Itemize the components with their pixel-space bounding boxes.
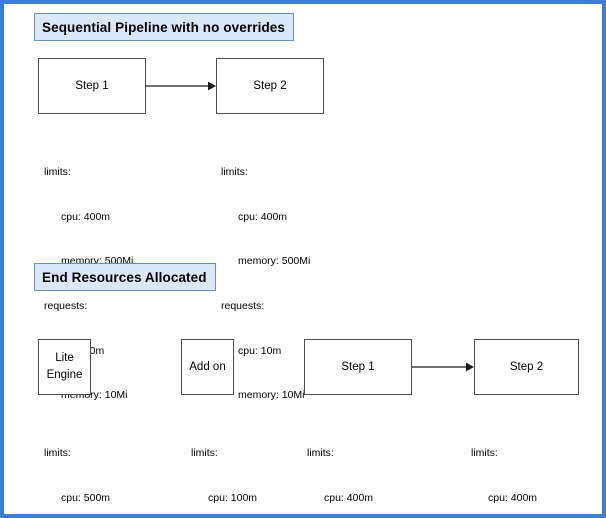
requests-label: requests: [221, 299, 265, 312]
requests-label: requests: [44, 299, 88, 312]
limits-cpu: cpu: 100m [208, 491, 258, 504]
node-step-2-top[interactable]: Step 2 [216, 58, 324, 114]
limits-cpu: cpu: 400m [238, 210, 288, 223]
section-header-label: Sequential Pipeline with no overrides [42, 19, 286, 35]
node-add-on[interactable]: Add on [181, 339, 234, 395]
arrow-step1-to-step2-top [146, 81, 216, 91]
section-header-end-resources-allocated: End Resources Allocated [34, 263, 216, 291]
node-label: Step 2 [509, 360, 544, 373]
resources-step-2-top: limits: cpu: 400m memory: 500Mi requests… [221, 135, 310, 433]
node-label: Add on [189, 360, 226, 373]
node-label: Lite Engine [46, 352, 83, 381]
section-header-sequential-pipeline: Sequential Pipeline with no overrides [34, 13, 294, 41]
resources-step-1-bottom: limits: cpu: 400m memory: 500Mi requests… [307, 416, 396, 514]
requests-memory: memory: 10Mi [238, 389, 305, 402]
resources-add-on: limits: cpu: 100m memory: 100Mi requests… [191, 416, 280, 514]
node-lite-engine[interactable]: Lite Engine [38, 339, 91, 395]
resources-step-2-bottom: limits: cpu: 400m memory: 500Mi requests… [471, 416, 560, 514]
node-label: Step 1 [341, 360, 375, 373]
limits-memory: memory: 500Mi [238, 255, 311, 268]
limits-label: limits: [307, 446, 334, 459]
limits-cpu: cpu: 500m [61, 491, 111, 504]
node-step-2-bottom[interactable]: Step 2 [474, 339, 579, 395]
resources-lite-engine: limits: cpu: 500m memory: 600Mi requests… [44, 416, 133, 514]
requests-cpu: cpu: 10m [238, 344, 282, 357]
limits-cpu: cpu: 400m [61, 210, 111, 223]
limits-label: limits: [221, 165, 248, 178]
limits-cpu: cpu: 400m [488, 491, 538, 504]
limits-label: limits: [44, 446, 71, 459]
limits-cpu: cpu: 400m [324, 491, 374, 504]
limits-label: limits: [44, 165, 71, 178]
limits-label: limits: [191, 446, 218, 459]
limits-label: limits: [471, 446, 498, 459]
node-label: Step 1 [75, 79, 109, 92]
section-header-label: End Resources Allocated [42, 269, 207, 285]
arrow-step1-to-step2-bottom [412, 362, 474, 372]
node-label: Step 2 [253, 79, 287, 92]
node-step-1-top[interactable]: Step 1 [38, 58, 146, 114]
node-step-1-bottom[interactable]: Step 1 [304, 339, 412, 395]
